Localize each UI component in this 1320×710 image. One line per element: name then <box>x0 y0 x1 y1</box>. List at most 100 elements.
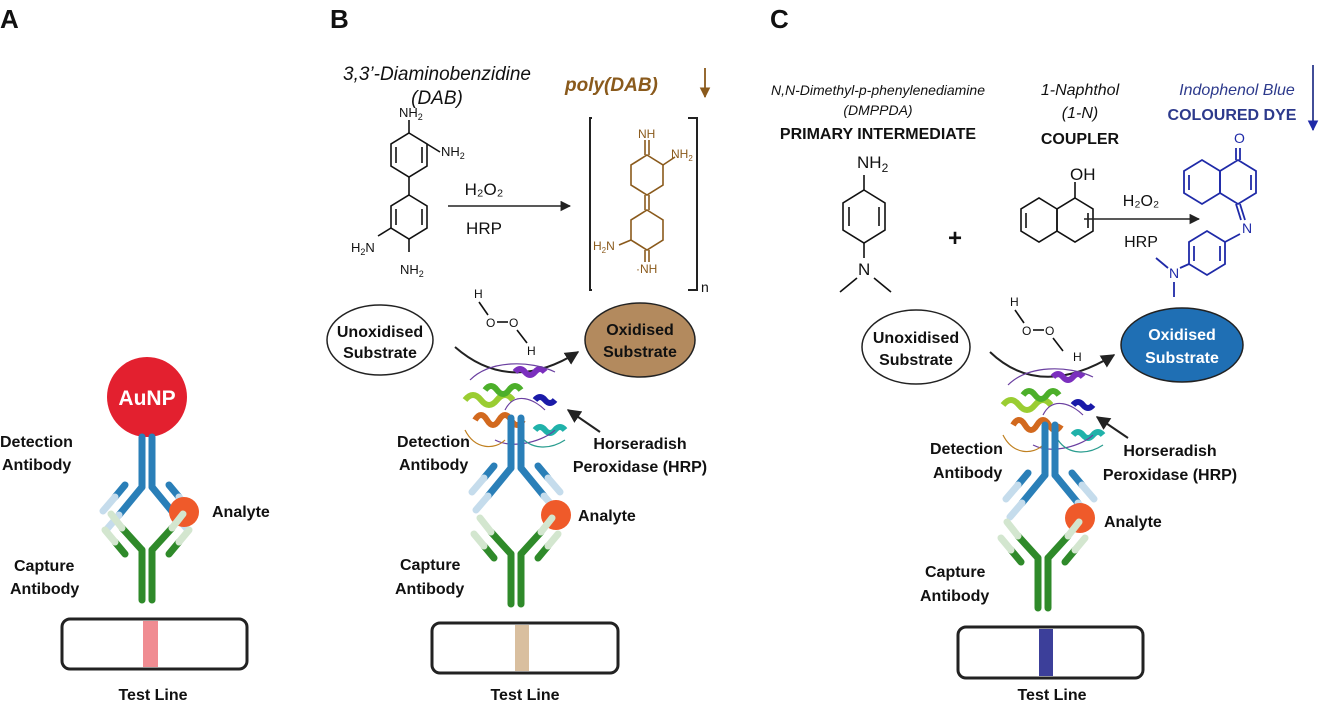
svg-text:NH2: NH2 <box>400 262 424 279</box>
svg-text:O: O <box>1022 324 1031 338</box>
panel-letter-a: A <box>0 4 19 34</box>
svg-text:H2N: H2N <box>593 239 615 255</box>
reagent-hrp-b: HRP <box>466 219 502 238</box>
oxidised-label-1-c: Oxidised <box>1148 327 1216 344</box>
detection-label-line1: Detection <box>0 434 73 451</box>
detection-label-line2-c: Antibody <box>933 465 1002 482</box>
dmppda-abbr: (DMPPDA) <box>843 102 912 118</box>
svg-text:N: N <box>858 260 870 279</box>
capture-label-line1-c: Capture <box>925 564 986 581</box>
svg-text:O: O <box>486 316 495 330</box>
svg-text:NH2: NH2 <box>399 105 423 122</box>
analyte-label-c: Analyte <box>1104 514 1162 531</box>
test-line-band-b <box>515 625 529 671</box>
svg-text:H: H <box>527 344 536 358</box>
dye-name: Indophenol Blue <box>1179 82 1295 99</box>
reagent-hrp-c: HRP <box>1124 234 1158 251</box>
capture-antibody <box>105 514 189 600</box>
svg-text:O: O <box>1045 324 1054 338</box>
poly-dab-label: poly(DAB) <box>564 75 658 96</box>
oxidised-label-2: Substrate <box>603 344 677 361</box>
reagent-h2o2-c: H₂O₂ <box>1123 193 1159 210</box>
analyte-label-b: Analyte <box>578 508 636 525</box>
hrp-pointer-arrow <box>566 409 601 433</box>
indophenol-structure: O N N <box>1155 130 1257 297</box>
svg-text:H: H <box>1073 350 1082 364</box>
capture-label-line1: Capture <box>14 558 75 575</box>
oxidised-label-1: Oxidised <box>606 322 674 339</box>
unoxidised-label-1: Unoxidised <box>337 324 423 341</box>
naphthol-abbr: (1-N) <box>1062 105 1098 122</box>
test-line-label: Test Line <box>118 687 187 704</box>
unoxidised-label-2: Substrate <box>343 345 417 362</box>
capture-antibody-b <box>474 518 558 604</box>
test-line-label-c: Test Line <box>1017 687 1086 704</box>
test-line-label-b: Test Line <box>490 687 559 704</box>
naphthol-structure: OH <box>1020 165 1096 243</box>
hydrogen-peroxide-c: H O O H <box>1010 295 1082 364</box>
dmppda-name: N,N-Dimethyl-p-phenylenediamine <box>771 82 985 98</box>
gold-nanoparticle <box>107 357 187 437</box>
unoxidised-substrate-c <box>861 309 971 385</box>
test-line-band-c <box>1039 629 1053 676</box>
aunp-label: AuNP <box>118 387 175 410</box>
svg-text:O: O <box>1234 130 1245 146</box>
detection-label-line1-b: Detection <box>397 434 470 451</box>
oxidation-arrow-b <box>454 346 580 374</box>
oxidised-label-2-c: Substrate <box>1145 350 1219 367</box>
svg-text:n: n <box>701 279 709 295</box>
svg-text:H: H <box>1010 295 1019 309</box>
panel-letter-b: B <box>330 4 349 34</box>
capture-antibody-c <box>1001 522 1085 608</box>
svg-text:NH2: NH2 <box>857 153 889 175</box>
hrp-label-2-c: Peroxidase (HRP) <box>1103 467 1237 484</box>
svg-text:O: O <box>509 316 518 330</box>
test-line-band <box>143 621 158 667</box>
hrp-label-1: Horseradish <box>593 436 686 453</box>
svg-text:N: N <box>1169 265 1179 281</box>
dab-abbr: (DAB) <box>411 88 463 109</box>
coupler-label: COUPLER <box>1041 131 1120 148</box>
panel-c: C N,N-Dimethyl-p-phenylenediamine (DMPPD… <box>770 4 1319 704</box>
primary-intermediate-label: PRIMARY INTERMEDIATE <box>780 126 976 143</box>
reagent-h2o2-b: H₂O₂ <box>465 180 504 199</box>
unoxidised-label-2-c: Substrate <box>879 352 953 369</box>
hrp-pointer-arrow-c <box>1095 416 1129 439</box>
capture-label-line2-c: Antibody <box>920 588 989 605</box>
poly-dab-structure: n NH NH2 H2N ·NH <box>589 117 709 295</box>
hydrogen-peroxide-b: H O O H <box>474 287 536 358</box>
capture-label-line2-b: Antibody <box>395 581 464 598</box>
hrp-label-2: Peroxidase (HRP) <box>573 459 707 476</box>
detection-label-line2-b: Antibody <box>399 457 468 474</box>
detection-label-line1-c: Detection <box>930 441 1003 458</box>
svg-text:NH2: NH2 <box>441 144 465 161</box>
analyte-label: Analyte <box>212 504 270 521</box>
panel-b: B 3,3’-Diaminobenzidine (DAB) NH2 NH2 H2… <box>326 4 711 704</box>
capture-label-line2: Antibody <box>10 581 79 598</box>
plus-sign: + <box>948 225 962 252</box>
svg-text:N: N <box>1242 220 1252 236</box>
oxidised-substrate-c <box>1120 307 1244 383</box>
naphthol-name: 1-Naphthol <box>1041 82 1120 99</box>
svg-text:NH: NH <box>638 127 655 141</box>
dmppda-structure: NH2 N <box>839 153 892 293</box>
hrp-label-1-c: Horseradish <box>1123 443 1216 460</box>
unoxidised-label-1-c: Unoxidised <box>873 330 959 347</box>
panel-letter-c: C <box>770 4 789 34</box>
hrp-enzyme-structure <box>465 364 565 447</box>
svg-text:H2N: H2N <box>351 240 375 257</box>
svg-text:H: H <box>474 287 483 301</box>
oxidation-arrow-c <box>989 351 1116 378</box>
unoxidised-substrate-b <box>326 304 434 376</box>
capture-label-line1-b: Capture <box>400 557 461 574</box>
panel-a: A AuNP Detection Antibody Analyte Captur… <box>0 4 270 704</box>
dab-structure: NH2 NH2 H2N NH2 <box>351 105 465 279</box>
svg-text:NH2: NH2 <box>671 147 693 163</box>
svg-text:·NH: ·NH <box>636 262 657 276</box>
oxidised-substrate-b <box>584 302 696 378</box>
svg-text:OH: OH <box>1070 165 1096 184</box>
dab-name: 3,3’-Diaminobenzidine <box>343 64 531 85</box>
coloured-dye-label: COLOURED DYE <box>1168 107 1297 124</box>
detection-label-line2: Antibody <box>2 457 71 474</box>
